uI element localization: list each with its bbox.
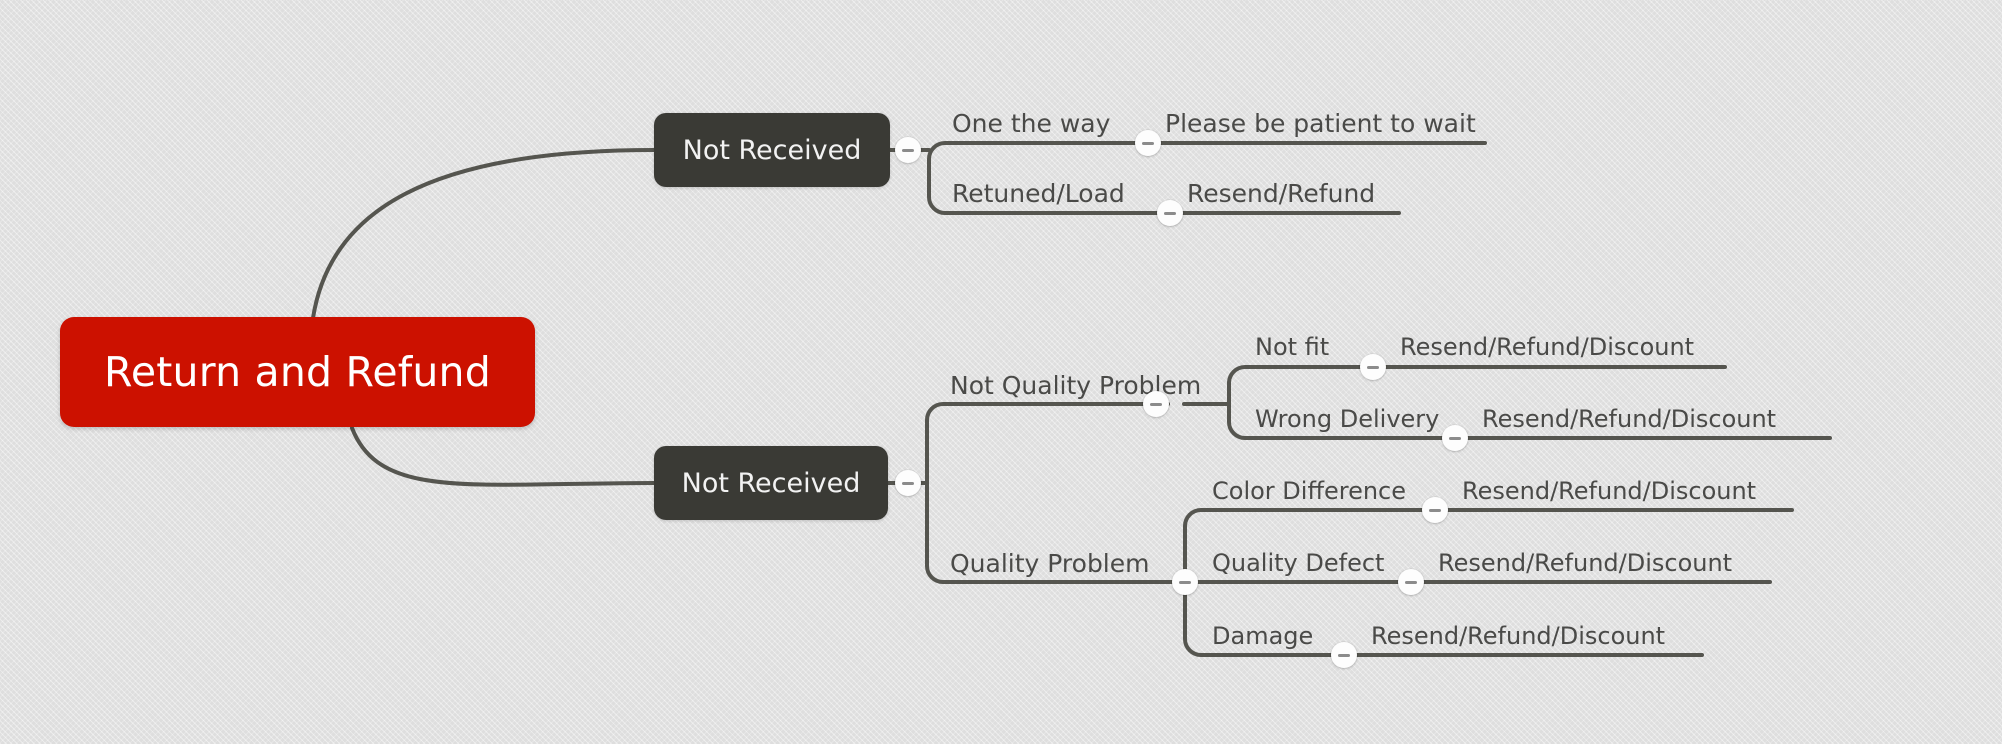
node-wrong-delivery-detail[interactable]: Resend/Refund/Discount [1482,399,1822,439]
collapse-minus-icon-retuned-load[interactable] [1157,200,1183,226]
node-label: Damage [1212,622,1314,650]
collapse-minus-icon-not-fit[interactable] [1360,354,1386,380]
root-node-label: Return and Refund [104,348,491,396]
node-resend-refund[interactable]: Resend/Refund [1187,173,1437,213]
node-label: Not fit [1255,333,1330,361]
branch-node-not-received-bottom[interactable]: Not Received [654,446,888,520]
node-color-difference[interactable]: Color Difference [1212,471,1442,511]
collapse-minus-icon-damage[interactable] [1331,642,1357,668]
node-damage[interactable]: Damage [1212,616,1362,656]
node-label: One the way [952,108,1111,138]
edge-root-to-branch2 [350,426,656,487]
root-node[interactable]: Return and Refund [60,317,535,427]
node-not-fit-detail[interactable]: Resend/Refund/Discount [1400,327,1730,367]
node-label: Retuned/Load [952,178,1125,208]
node-label: Resend/Refund/Discount [1371,622,1666,650]
node-not-fit[interactable]: Not fit [1255,327,1435,367]
node-damage-detail[interactable]: Resend/Refund/Discount [1371,616,1701,656]
node-label: Resend/Refund [1187,178,1376,208]
node-color-difference-detail[interactable]: Resend/Refund/Discount [1462,471,1792,511]
collapse-minus-icon-branch1[interactable] [895,137,921,163]
collapse-minus-icon-branch2[interactable] [895,470,921,496]
node-label: Quality Problem [950,548,1150,578]
node-label: Resend/Refund/Discount [1462,477,1757,505]
node-please-be-patient[interactable]: Please be patient to wait [1165,103,1495,143]
node-label: Resend/Refund/Discount [1438,549,1733,577]
edge-root-to-branch1 [311,148,656,320]
node-label: Wrong Delivery [1255,405,1440,433]
node-label: Please be patient to wait [1165,108,1476,138]
node-one-the-way[interactable]: One the way [952,103,1172,143]
node-quality-defect-detail[interactable]: Resend/Refund/Discount [1438,543,1768,583]
node-quality-defect[interactable]: Quality Defect [1212,543,1412,583]
node-label: Quality Defect [1212,549,1385,577]
collapse-minus-icon-wrong-delivery[interactable] [1442,425,1468,451]
node-retuned-load[interactable]: Retuned/Load [952,173,1172,213]
collapse-minus-icon-one-the-way[interactable] [1135,130,1161,156]
branch-node-label: Not Received [682,134,862,166]
collapse-minus-icon-color-difference[interactable] [1422,497,1448,523]
collapse-minus-icon-not-quality-problem[interactable] [1143,391,1169,417]
node-not-quality-problem[interactable]: Not Quality Problem [950,365,1210,405]
branch-node-label: Not Received [681,467,861,499]
node-label: Resend/Refund/Discount [1482,405,1777,433]
branch-node-not-received-top[interactable]: Not Received [654,113,890,187]
node-label: Color Difference [1212,477,1407,505]
node-label: Resend/Refund/Discount [1400,333,1695,361]
node-wrong-delivery[interactable]: Wrong Delivery [1255,399,1465,439]
node-quality-problem[interactable]: Quality Problem [950,543,1190,583]
collapse-minus-icon-quality-defect[interactable] [1398,569,1424,595]
collapse-minus-icon-quality-problem[interactable] [1172,569,1198,595]
